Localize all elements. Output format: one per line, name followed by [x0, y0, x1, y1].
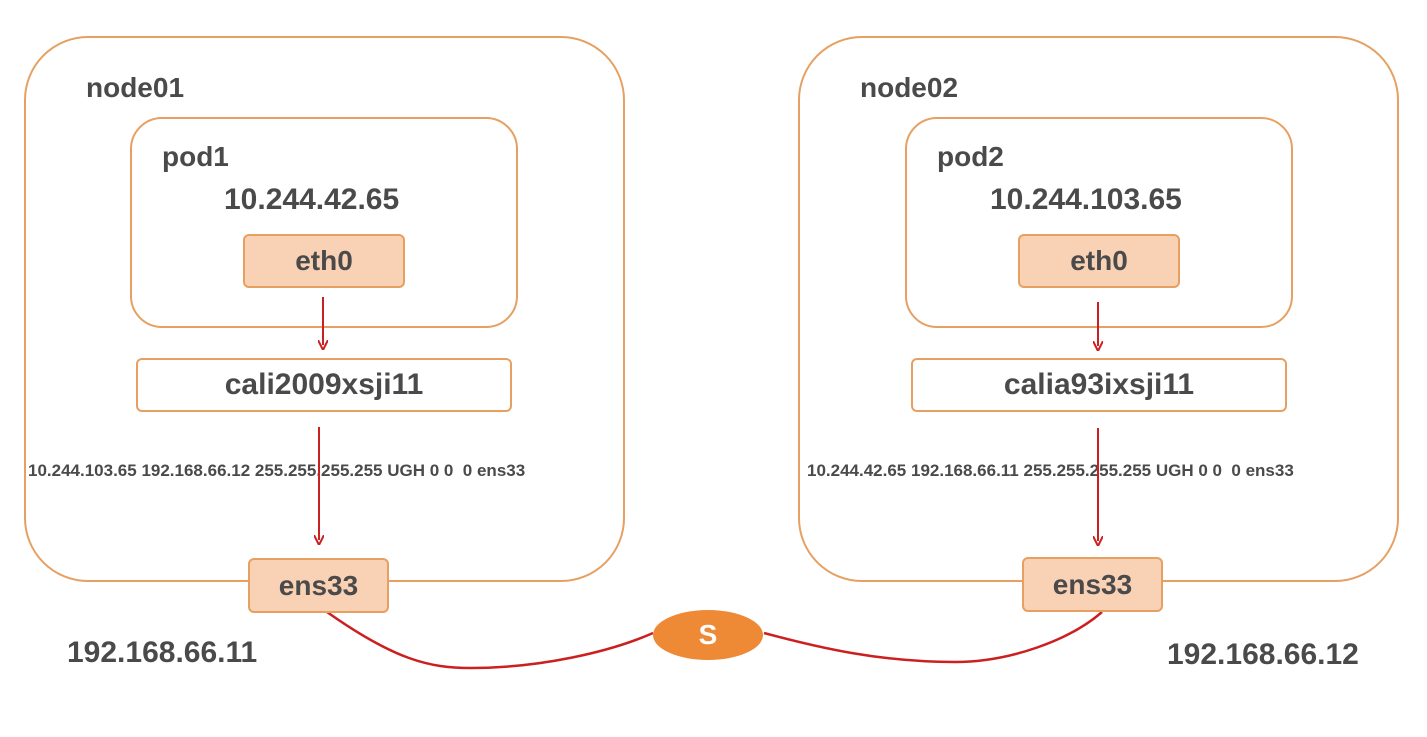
node01-host-ip: 192.168.66.11 — [67, 636, 258, 669]
node01-label: node01 — [86, 72, 185, 103]
cable-node01-to-switch — [326, 610, 654, 670]
pod1-label: pod1 — [162, 141, 229, 172]
node02-route: 10.244.42.65 192.168.66.11 255.255.255.2… — [807, 461, 1294, 480]
pod2-label: pod2 — [937, 141, 1004, 172]
node01-ens33: ens33 — [248, 558, 389, 613]
node02-ens33: ens33 — [1022, 557, 1163, 612]
pod2-eth0: eth0 — [1018, 234, 1180, 288]
pod1-ip: 10.244.42.65 — [224, 183, 400, 216]
pod1-box — [130, 117, 518, 328]
node02-veth: calia93ixsji11 — [911, 358, 1287, 412]
node02-label: node02 — [860, 72, 959, 103]
cable-switch-to-node02 — [763, 611, 1103, 664]
pod2-ip: 10.244.103.65 — [990, 183, 1182, 216]
node01-veth: cali2009xsji11 — [136, 358, 512, 412]
node02-host-ip: 192.168.66.12 — [1167, 638, 1359, 671]
switch-icon: S — [653, 610, 763, 660]
pod1-eth0: eth0 — [243, 234, 405, 288]
